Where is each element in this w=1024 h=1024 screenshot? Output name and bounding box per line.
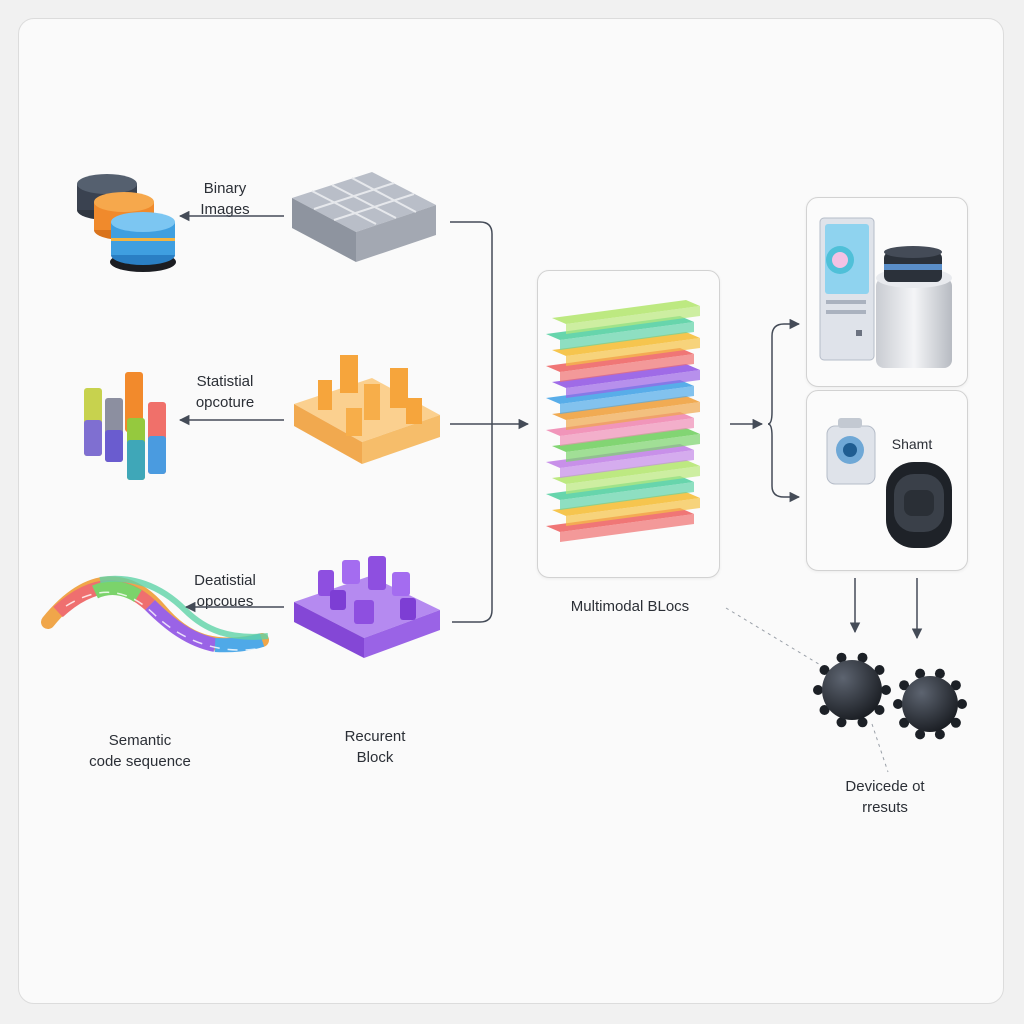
stack-layer-side [566, 498, 700, 526]
stack-layer-side [566, 402, 700, 430]
stack-layer [552, 492, 700, 516]
caption-line: rresuts [862, 799, 908, 816]
stack-layer [552, 460, 700, 484]
stack-layer-side [560, 450, 694, 478]
input-label-binary-images: Binary Images [190, 178, 260, 220]
stack-layer-side [566, 338, 700, 366]
stack-layer-side [560, 386, 694, 414]
stack-layer-side [566, 306, 700, 334]
result-gears [813, 652, 967, 740]
bar-columns-icon [84, 372, 166, 480]
gear-ball-icon [893, 668, 967, 740]
input-label-line: opcoture [195, 394, 255, 411]
input-label-line: Binary [203, 180, 247, 197]
stack-layer [552, 300, 700, 324]
caption-device-results: Devicede ot rresuts [820, 776, 950, 818]
stack-layer-side [566, 434, 700, 462]
gear-ball-icon [813, 652, 891, 728]
multimodal-layer-stack-icon [546, 300, 700, 542]
input-label-line: opcoues [196, 593, 254, 610]
stack-layer-side [560, 514, 694, 542]
stack-layer [546, 508, 694, 532]
orange-pillar-block-icon [294, 355, 440, 464]
caption-semantic-sequence: Semantic code sequence [70, 730, 210, 772]
stack-layer-side [566, 370, 700, 398]
caption-multimodal-blocks: Multimodal BLocs [570, 598, 690, 615]
stack-layer-side [566, 466, 700, 494]
stack-layer [552, 332, 700, 356]
stack-layer-side [560, 418, 694, 446]
arrow-to-top-device [767, 318, 801, 425]
connector-arrows [178, 210, 923, 773]
caption-recurrent-block: Recurent Block [320, 726, 430, 768]
stack-layer-side [560, 482, 694, 510]
stack-layer [546, 316, 694, 340]
stack-layer [546, 476, 694, 500]
input-label-line: Statistial [196, 373, 254, 390]
database-stack-icon [77, 174, 176, 272]
stack-layer [546, 380, 694, 404]
caption-line: Block [356, 749, 394, 766]
stack-layer [546, 412, 694, 436]
bracket-blocks-merge [450, 221, 493, 623]
purple-pillar-block-icon [294, 556, 440, 658]
stack-layer [546, 348, 694, 372]
dashed-leader [871, 723, 889, 773]
device-label-shamt: Shamt [891, 436, 933, 452]
camera-device-icon [826, 418, 876, 485]
stack-layer [552, 396, 700, 420]
caption-line: Recurent [344, 728, 406, 745]
input-label-line: Deatistial [194, 572, 256, 589]
stack-layer-side [560, 322, 694, 350]
black-puck-device-icon [886, 462, 952, 548]
stack-layer [552, 364, 700, 388]
tower-computer-icon [819, 217, 875, 361]
caption-line: Semantic [108, 732, 172, 749]
gray-tile-grid-icon [292, 172, 436, 262]
stack-layer [552, 428, 700, 452]
arrow-to-bottom-device [767, 423, 801, 503]
caption-line: Devicede ot [845, 778, 925, 795]
input-label-statistical: Statistial opcoture [180, 371, 270, 413]
color-ribbon-icon [41, 575, 269, 653]
input-label-deatistial: Deatistial opcoues [180, 570, 270, 612]
input-label-line: Images [200, 201, 250, 218]
stack-layer-side [560, 354, 694, 382]
caption-line: code sequence [89, 753, 191, 770]
dashed-leader [725, 607, 823, 667]
stack-layer [546, 444, 694, 468]
storage-cylinder-icon [876, 246, 952, 368]
